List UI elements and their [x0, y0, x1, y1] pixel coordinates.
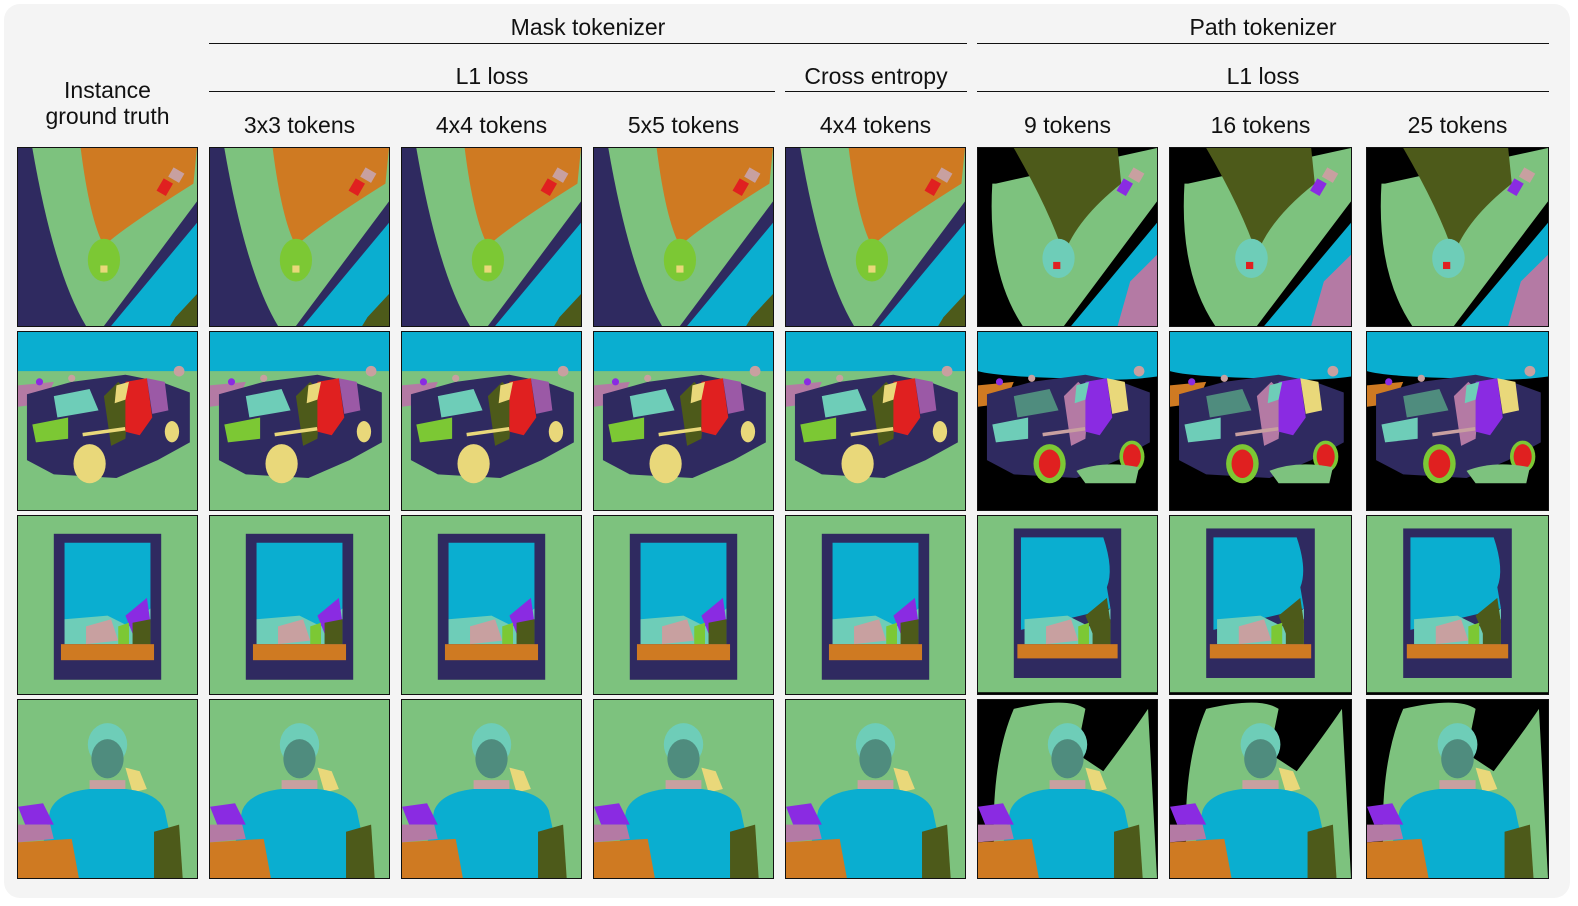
path-tokenizer-rule [977, 43, 1549, 44]
segmentation-mask [210, 516, 389, 694]
segmentation-mask [786, 148, 965, 326]
segmentation-mask [978, 148, 1157, 326]
segmentation-mask [1367, 148, 1548, 326]
path-l1-loss-header: L1 loss [1226, 63, 1300, 89]
column-label: 9 tokens [1024, 112, 1111, 138]
prediction-image [209, 699, 390, 879]
segmentation-mask [210, 148, 389, 326]
segmentation-mask [402, 148, 581, 326]
path-tokenizer-header: Path tokenizer [1189, 14, 1337, 40]
segmentation-mask [978, 700, 1157, 878]
column-label: 25 tokens [1407, 112, 1508, 138]
segmentation-mask [594, 700, 773, 878]
column-label: 4x4 tokens [435, 112, 548, 138]
prediction-image [1169, 147, 1352, 327]
segmentation-mask [210, 700, 389, 878]
segmentation-mask [402, 332, 581, 510]
mask-l1-loss-header: L1 loss [455, 63, 529, 89]
segmentation-mask [594, 148, 773, 326]
segmentation-mask [786, 700, 965, 878]
path-l1-loss-rule [977, 91, 1549, 92]
mask-tokenizer-rule [209, 43, 967, 44]
prediction-image [1169, 699, 1352, 879]
prediction-image [977, 331, 1158, 511]
prediction-image [1169, 331, 1352, 511]
prediction-image [977, 147, 1158, 327]
ground-truth-image [17, 331, 198, 511]
prediction-image [401, 147, 582, 327]
prediction-image [1169, 515, 1352, 695]
column-label: 4x4 tokens [819, 112, 932, 138]
segmentation-mask [210, 332, 389, 510]
instance-ground-truth-label: Instance ground truth [45, 77, 170, 129]
segmentation-mask [594, 516, 773, 694]
prediction-image [977, 699, 1158, 879]
prediction-image [593, 331, 774, 511]
segmentation-mask [594, 332, 773, 510]
segmentation-mask [978, 332, 1157, 510]
segmentation-mask [1367, 332, 1548, 510]
prediction-image [209, 515, 390, 695]
segmentation-mask [1367, 516, 1548, 694]
segmentation-mask [402, 516, 581, 694]
cross-entropy-header: Cross entropy [804, 63, 948, 89]
column-label: 3x3 tokens [243, 112, 356, 138]
column-label: 16 tokens [1210, 112, 1311, 138]
segmentation-mask [18, 148, 197, 326]
prediction-image [401, 699, 582, 879]
segmentation-mask [786, 516, 965, 694]
column-label: 5x5 tokens [627, 112, 740, 138]
prediction-image [593, 699, 774, 879]
cross-entropy-rule [785, 91, 967, 92]
prediction-image [1366, 331, 1549, 511]
segmentation-mask [1170, 148, 1351, 326]
prediction-image [593, 515, 774, 695]
prediction-image [1366, 515, 1549, 695]
ground-truth-image [17, 699, 198, 879]
prediction-image [785, 147, 966, 327]
prediction-image [1366, 699, 1549, 879]
segmentation-mask [1367, 700, 1548, 878]
segmentation-mask [18, 516, 197, 694]
prediction-image [785, 331, 966, 511]
ground-truth-image [17, 147, 198, 327]
segmentation-mask [786, 332, 965, 510]
prediction-image [593, 147, 774, 327]
prediction-image [209, 331, 390, 511]
mask-l1-loss-rule [209, 91, 775, 92]
ground-truth-image [17, 515, 198, 695]
prediction-image [401, 331, 582, 511]
mask-tokenizer-header: Mask tokenizer [510, 14, 666, 40]
prediction-image [977, 515, 1158, 695]
segmentation-mask [978, 516, 1157, 694]
segmentation-mask [18, 332, 197, 510]
prediction-image [209, 147, 390, 327]
segmentation-mask [1170, 516, 1351, 694]
prediction-image [401, 515, 582, 695]
segmentation-mask [1170, 700, 1351, 878]
segmentation-mask [1170, 332, 1351, 510]
segmentation-mask [18, 700, 197, 878]
segmentation-mask [402, 700, 581, 878]
prediction-image [1366, 147, 1549, 327]
prediction-image [785, 515, 966, 695]
prediction-image [785, 699, 966, 879]
